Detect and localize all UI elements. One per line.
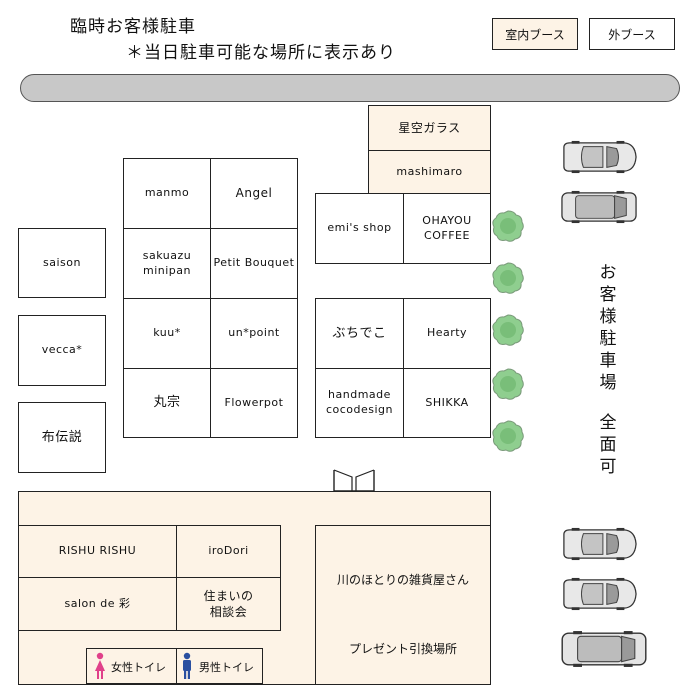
booth-petit-bouquet: Petit Bouquet	[210, 228, 298, 299]
booth-irodori: iroDori	[176, 525, 281, 578]
car-icon	[563, 577, 637, 611]
car-icon	[563, 140, 637, 174]
male-toilet-label: 男性トイレ	[199, 661, 254, 674]
booth-unpoint: un*point	[210, 298, 298, 369]
booth-ohayou: OHAYOU COFFEE	[403, 193, 491, 264]
female-toilet-icon	[95, 652, 105, 679]
tree-icon	[492, 314, 524, 346]
map-title: 臨時お客様駐車	[70, 17, 196, 37]
booth-salon: salon de 彩	[18, 577, 177, 631]
booth-kuu: kuu*	[123, 298, 211, 369]
road	[20, 74, 680, 102]
booth-flowerpot: Flowerpot	[210, 368, 298, 438]
tree-icon	[492, 262, 524, 294]
booth-marumune: 丸宗	[123, 368, 211, 438]
booth-sakuazu: sakuazu minipan	[123, 228, 211, 299]
male-toilet-icon	[183, 652, 191, 679]
booth-kawa: 川のほとりの雑貨屋さん	[336, 573, 469, 587]
booth-angel: Angel	[210, 158, 298, 229]
tree-icon	[492, 420, 524, 452]
booth-kawa-area	[315, 525, 491, 685]
booth-saison: saison	[18, 228, 106, 298]
map-subtitle: ＊当日駐車可能な場所に表示あり	[126, 43, 396, 63]
toilet-divider	[176, 648, 177, 684]
booth-sumai: 住まいの 相談会	[176, 577, 281, 631]
toilet-area	[86, 648, 263, 684]
booth-buchideko: ぶちでこ	[315, 298, 404, 369]
booth-hearty: Hearty	[403, 298, 491, 369]
car-icon	[563, 527, 637, 561]
booth-manmo: manmo	[123, 158, 211, 229]
legend-outdoor: 外ブース	[589, 18, 675, 50]
present-exchange: プレゼント引換場所	[348, 642, 457, 656]
female-toilet-label: 女性トイレ	[111, 661, 166, 674]
booth-mashimaro: mashimaro	[368, 150, 491, 194]
door-icon	[333, 469, 375, 492]
booth-shikka: SHIKKA	[403, 368, 491, 438]
booth-vecca: vecca*	[18, 315, 106, 386]
car-icon	[561, 190, 637, 224]
tree-icon	[492, 210, 524, 242]
booth-fudensetsu: 布伝説	[18, 402, 106, 473]
tree-icon	[492, 368, 524, 400]
booth-rishu: RISHU RISHU	[18, 525, 177, 578]
booth-handmade: handmade cocodesign	[315, 368, 404, 438]
parking-label: お客様駐車場全面可	[599, 263, 617, 477]
booth-emis-shop: emi's shop	[315, 193, 404, 264]
legend-indoor: 室内ブース	[492, 18, 578, 50]
booth-hoshizora: 星空ガラス	[368, 105, 491, 151]
car-icon	[561, 631, 647, 667]
